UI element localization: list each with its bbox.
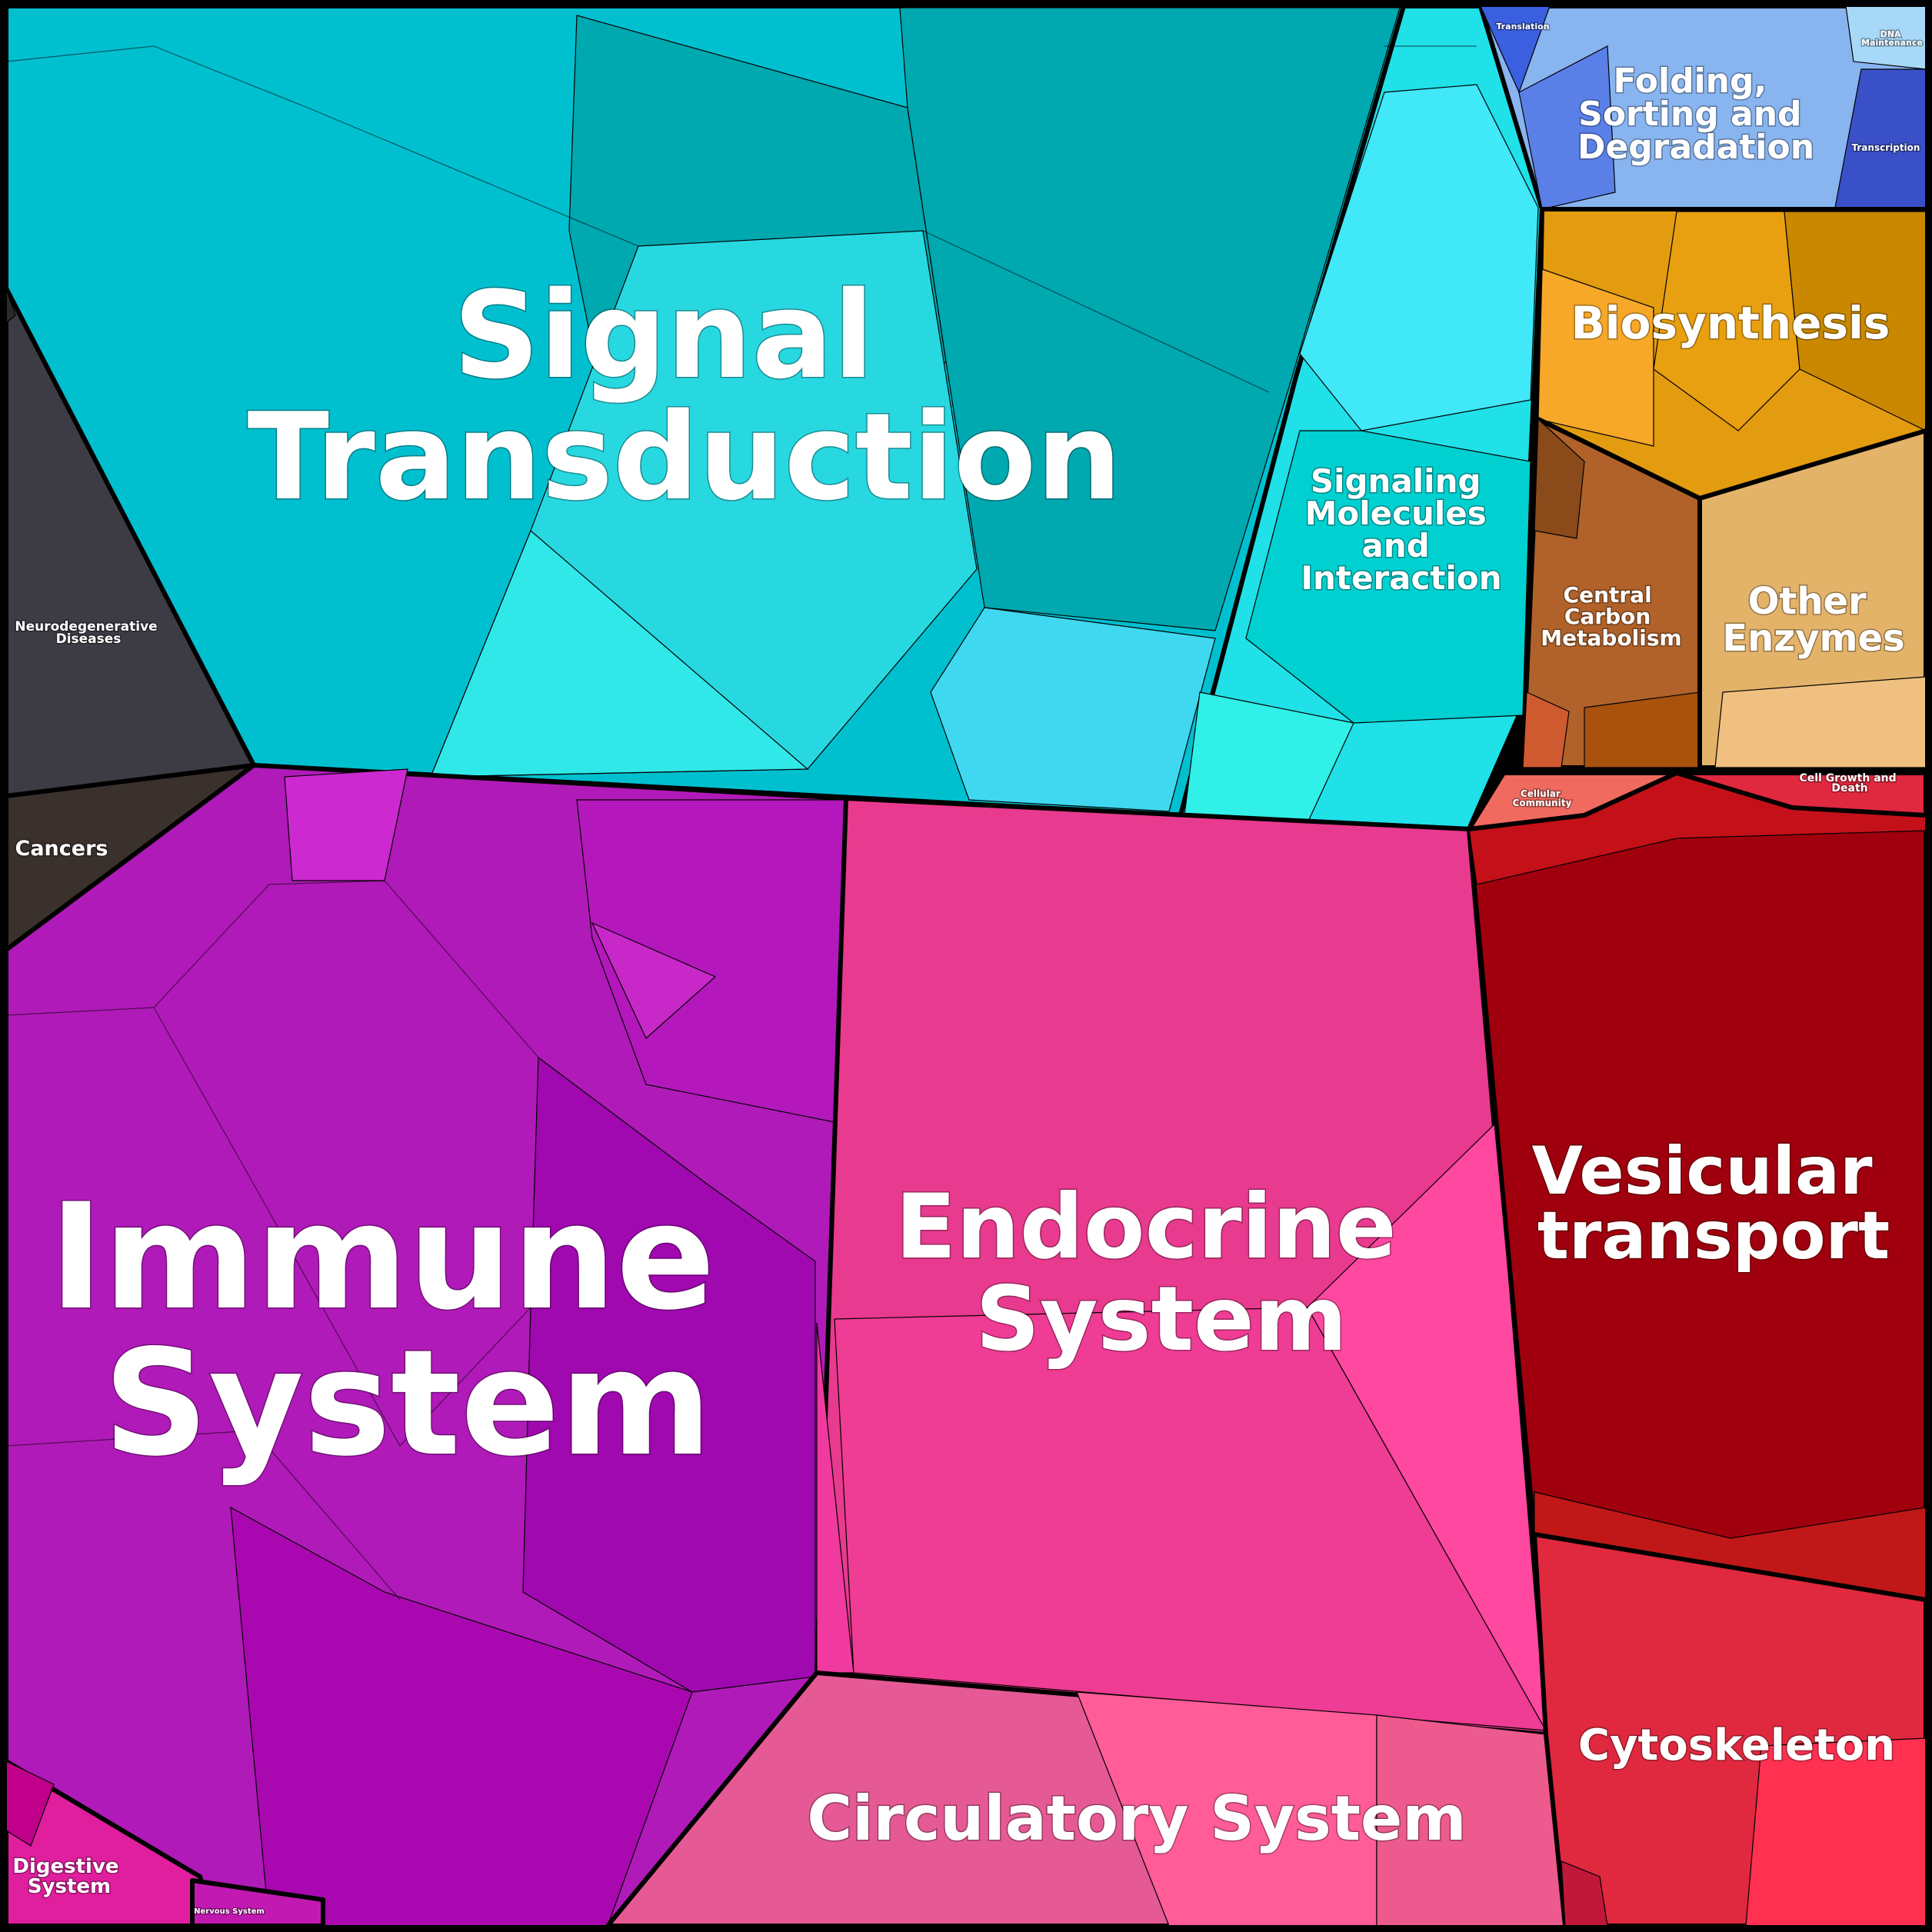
- cell-immune-system: [4, 763, 848, 1928]
- category-labels: Signal Transduction Immune System Endocr…: [12, 21, 1924, 1917]
- cell-other-enzymes: [1697, 428, 1928, 770]
- label-cell-growth: Cell Growth and Death: [1799, 772, 1900, 794]
- cell-signaling-molecules: [1178, 4, 1544, 831]
- label-vesicular-transport: Vesicular transport: [1532, 1133, 1896, 1274]
- label-nervous: Nervous System: [194, 1907, 265, 1916]
- label-digestive: Digestive System: [12, 1855, 125, 1898]
- label-circulatory-system: Circulatory System: [807, 1783, 1466, 1854]
- label-signal-transduction: Signal Transduction: [248, 265, 1122, 527]
- label-cytoskeleton: Cytoskeleton: [1578, 1720, 1895, 1770]
- label-signaling-molecules: Signaling Molecules and Interaction: [1301, 462, 1501, 597]
- label-cancers: Cancers: [15, 837, 108, 861]
- label-biosynthesis: Biosynthesis: [1571, 297, 1890, 349]
- label-dna-maintenance: DNA Maintenance: [1861, 29, 1923, 48]
- label-other-enzymes: Other Enzymes: [1722, 580, 1904, 660]
- label-neurodegenerative: Neurodegenerative Diseases: [15, 619, 162, 647]
- label-endocrine-system: Endocrine System: [895, 1175, 1427, 1371]
- label-immune-system: Immune System: [49, 1172, 766, 1488]
- cell-biosynthesis: [1536, 207, 1928, 501]
- cell-cytoskeleton: [1532, 1532, 1928, 1928]
- cell-central-carbon: [1521, 417, 1702, 770]
- label-cellular-community: Cellular Community: [1513, 788, 1572, 808]
- label-translation: Translation: [1496, 22, 1549, 32]
- label-folding-sorting: Folding, Sorting and Degradation: [1577, 62, 1814, 167]
- label-central-carbon: Central Carbon Metabolism: [1541, 582, 1681, 651]
- label-transcription: Transcription: [1852, 142, 1920, 153]
- cell-endocrine-system: [814, 796, 1548, 1737]
